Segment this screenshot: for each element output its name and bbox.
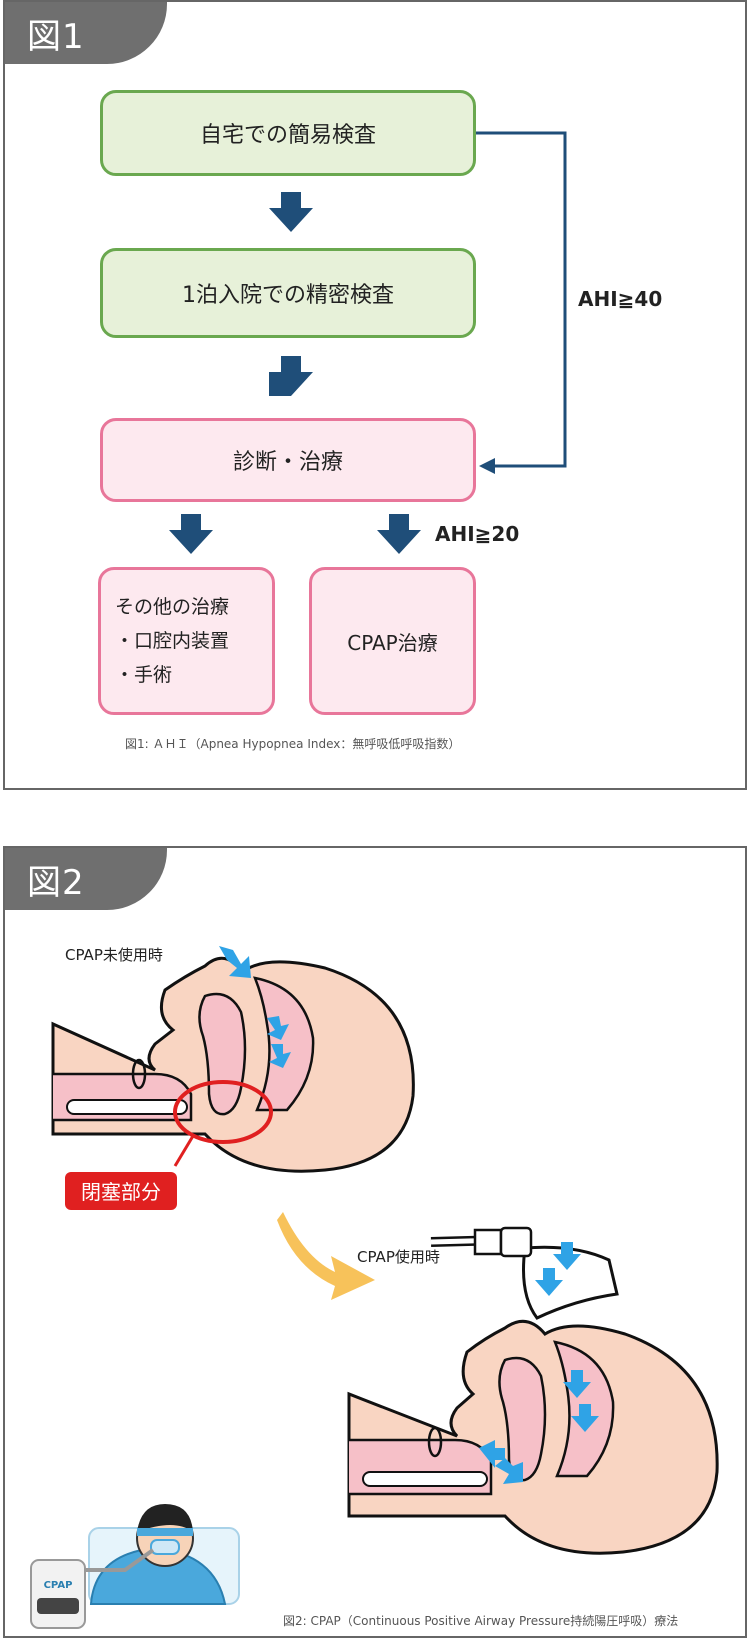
airflow-arrow-icon [535,1268,563,1296]
connector-arrowhead-icon [479,458,495,474]
ahi40-connector-line [476,131,567,468]
airflow-arrow-icon [269,1044,291,1068]
airflow-arrow-icon [219,946,251,978]
head-without-cpap [51,946,415,1173]
airflow-arrow-icon [571,1404,599,1432]
figure-2-panel: 図2 閉塞部分 [3,846,747,1638]
down-arrow-2-icon [269,356,313,396]
ahi20-label: AHI≧20 [435,522,520,546]
cpap-illustration: 閉塞部分 [30,946,719,1629]
other-treatment-item-oral-appliance: ・口腔内装置 [115,630,230,652]
airflow-arrow-icon [563,1370,591,1398]
airflow-arrow-icon [495,1458,523,1484]
cpap-treatment-box: CPAP治療 [309,567,476,715]
figure-1-panel: 図1 自宅での簡易検査 1泊入院での精密検査 診断・治療 その他の治療 ・口腔内… [3,0,747,790]
airflow-arrow-icon [479,1440,505,1468]
diagnosis-treatment-box: 診断・治療 [100,418,476,502]
flowchart-arrows [169,131,567,554]
transition-arrow-icon [277,1212,375,1300]
figure-1-tab: 図1 [5,2,167,64]
down-arrow-left-icon [169,514,213,554]
other-treatment-box: その他の治療 ・口腔内装置 ・手術 [98,567,275,715]
down-arrow-right-icon [377,514,421,554]
before-cpap-label: CPAP未使用時 [65,946,163,964]
patient-using-cpap-illustration: CPAP [30,1504,240,1629]
cpap-device-label: CPAP [44,1580,73,1591]
figure-2-tab: 図2 [5,848,167,910]
other-treatment-item-surgery: ・手術 [115,664,173,686]
blocked-area-badge [65,1172,177,1210]
figure-2-caption: 図2: CPAP（Continuous Positive Airway Pres… [283,1614,679,1628]
after-cpap-label: CPAP使用時 [357,1248,440,1266]
ahi40-label: AHI≧40 [578,287,663,311]
airflow-arrow-icon [267,1016,289,1040]
inpatient-test-box: 1泊入院での精密検査 [100,248,476,338]
home-test-box: 自宅での簡易検査 [100,90,476,176]
other-treatment-title: その他の治療 [115,596,230,618]
blocked-area-label: 閉塞部分 [81,1180,161,1204]
blocked-area-circle [173,1080,273,1144]
figure-1-caption: 図1: ＡＨＩ（Apnea Hypopnea Index：無呼吸低呼吸指数） [125,737,461,751]
cpap-device [30,1559,86,1629]
airflow-arrow-icon [553,1242,581,1270]
down-arrow-1-icon [269,192,313,232]
head-with-cpap [347,1226,719,1555]
